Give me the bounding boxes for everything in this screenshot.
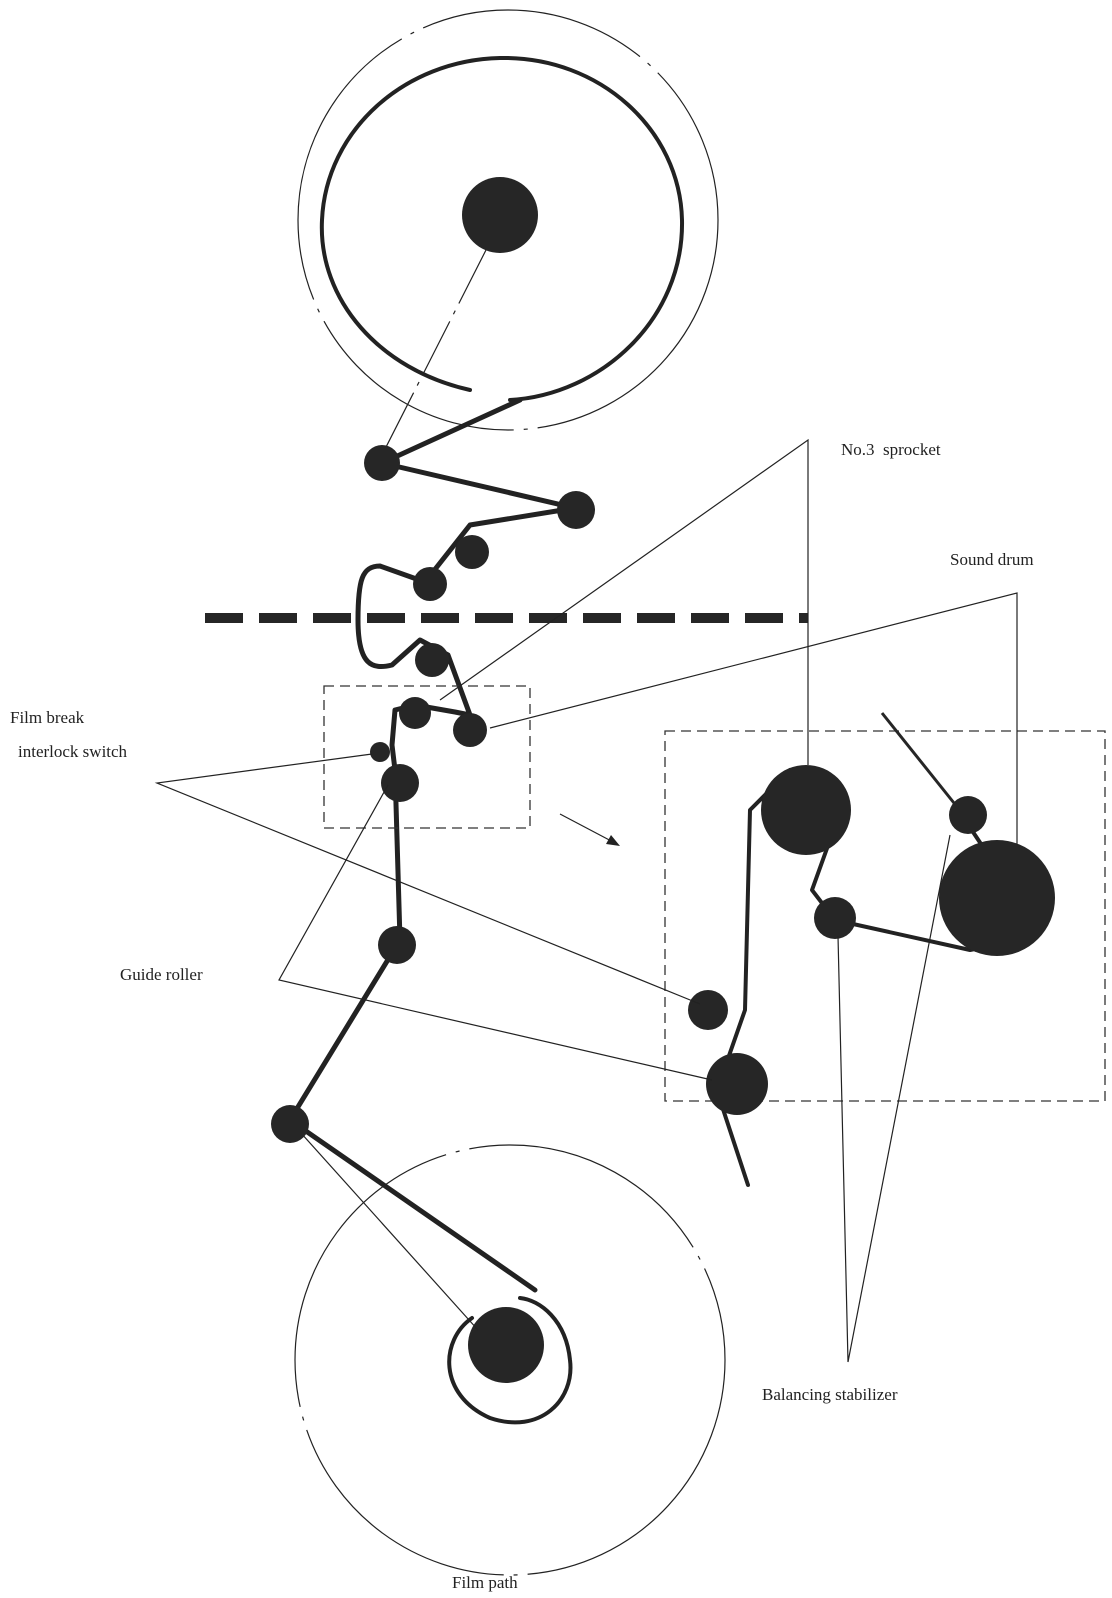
lower-guide-roller — [378, 926, 416, 964]
label-sound-drum: Sound drum — [950, 550, 1034, 569]
inset-detail — [688, 712, 1055, 1187]
supply-reel-hub — [462, 177, 538, 253]
label-film-path: Film path — [452, 1573, 518, 1592]
loop-roller-a — [455, 535, 489, 569]
supply-reel-outline — [297, 9, 719, 431]
inset-film-strip — [718, 768, 997, 1187]
switch-roller-b — [453, 713, 487, 747]
leader-film-break-switch — [154, 753, 701, 1005]
loop-roller-b — [413, 567, 447, 601]
takeup-reel-outline — [294, 1144, 726, 1576]
label-film-break-line2: interlock switch — [18, 742, 128, 761]
inset-switch-roller — [688, 990, 728, 1030]
switch-roller-a — [399, 697, 431, 729]
inset-source-box — [323, 685, 531, 829]
stabilizer-roller-a — [814, 897, 856, 939]
inset-guide-roller — [706, 1053, 768, 1115]
switch-roller-c — [381, 764, 419, 802]
supply-reel-radius — [381, 249, 487, 456]
label-balancing-stabilizer: Balancing stabilizer — [762, 1385, 898, 1404]
takeup-reel-film-coil — [447, 1296, 573, 1425]
label-no3-sprocket: No.3 sprocket — [841, 440, 941, 459]
label-guide-roller: Guide roller — [120, 965, 203, 984]
no3-sprocket-wheel — [761, 765, 851, 855]
takeup-reel-radius — [291, 1122, 479, 1331]
leader-guide-roller — [278, 784, 713, 1081]
gate-roller — [415, 643, 449, 677]
stabilizer-arm — [880, 712, 960, 809]
leader-lines — [154, 438, 1018, 1363]
leader-sound-drum — [489, 592, 1018, 845]
takeup-reel-hub — [468, 1307, 544, 1383]
inset-detail-box — [664, 730, 1106, 1102]
leader-no3-sprocket — [439, 438, 809, 765]
stabilizer-roller-b — [949, 796, 987, 834]
bottom-guide-roller — [271, 1105, 309, 1143]
supply-reel-film-coil — [319, 55, 685, 402]
leader-balancing-stabilizer — [837, 834, 951, 1363]
switch-roller-small — [370, 742, 390, 762]
label-film-break-line1: Film break — [10, 708, 85, 727]
takeup-reel — [291, 1122, 726, 1576]
film-strip-path — [287, 397, 578, 1293]
inset-arrow — [559, 813, 620, 846]
upper-right-roller — [557, 491, 595, 529]
supply-reel — [297, 9, 719, 456]
sound-drum-wheel — [939, 840, 1055, 956]
upper-guide-roller — [364, 445, 400, 481]
main-path-rollers — [271, 445, 595, 1143]
